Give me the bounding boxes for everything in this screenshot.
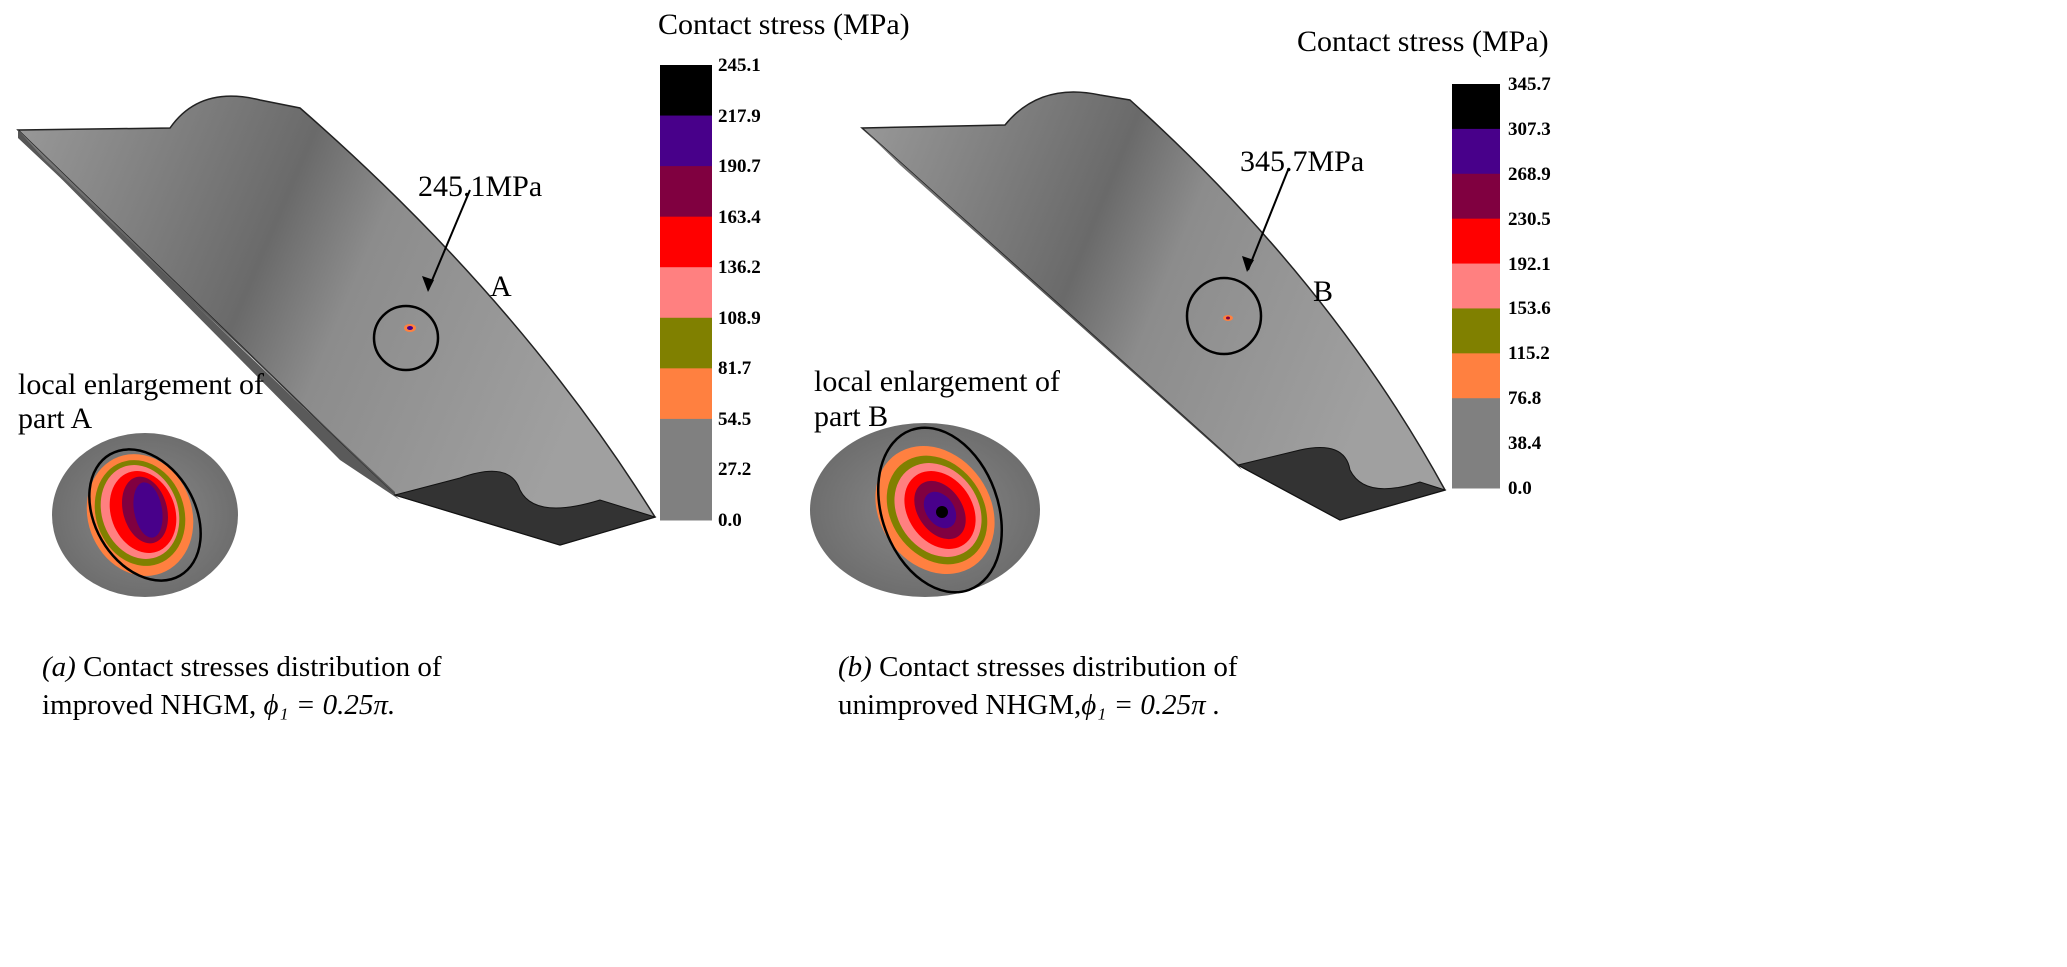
color-band [660, 65, 712, 117]
caption-b-formula: ϕ₁ = 0.25π . [1081, 689, 1221, 721]
color-band [1452, 128, 1500, 175]
caption-b-line2: unimproved NHGM, [838, 689, 1082, 721]
legend-tick-label: 54.5 [718, 408, 752, 430]
legend-tick-label: 345.7 [1508, 74, 1551, 95]
legend-tick-label: 115.2 [1508, 343, 1550, 365]
color-band [660, 166, 712, 218]
legend-tick-label: 190.7 [718, 156, 761, 178]
color-band [1452, 218, 1500, 265]
peak-stress-label-b: 345.7MPa [1240, 145, 1365, 178]
caption-a: (a) Contact stresses distribution of imp… [42, 648, 442, 724]
color-band [1452, 84, 1500, 130]
caption-a-line1: Contact stresses distribution of [75, 651, 442, 683]
color-band [660, 115, 712, 167]
legend-tick-label: 230.5 [1508, 208, 1551, 230]
caption-letter-b: (b) [838, 651, 872, 683]
legend-title-a: Contact stress (MPa) [658, 8, 910, 41]
color-band [1452, 353, 1500, 399]
legend-title-b: Contact stress (MPa) [1297, 25, 1549, 58]
color-band [1452, 398, 1500, 444]
legend-tick-label: 38.4 [1508, 433, 1542, 455]
color-band [660, 317, 712, 369]
legend-tick-label: 108.9 [718, 307, 761, 329]
inset-label-a-line1: local enlargement of [18, 368, 265, 401]
color-bar-b [1452, 84, 1500, 489]
caption-a-line2: improved NHGM, [42, 689, 264, 721]
legend-tick-label: 307.3 [1508, 118, 1551, 140]
legend-tick-label: 81.7 [718, 358, 752, 380]
color-band [660, 368, 712, 420]
color-band [660, 216, 712, 268]
caption-b: (b) Contact stresses distribution of uni… [838, 648, 1238, 724]
caption-a-formula: ϕ₁ = 0.25π. [263, 689, 396, 721]
inset-label-b-line2: part B [814, 400, 889, 433]
legend-tick-label: 0.0 [1508, 478, 1532, 499]
gear-tooth-model-b [810, 91, 1447, 597]
color-band [1452, 263, 1500, 309]
legend-tick-label: 192.1 [1508, 253, 1551, 275]
color-band [1452, 308, 1500, 354]
color-band [1452, 443, 1500, 489]
caption-b-line1: Contact stresses distribution of [871, 651, 1238, 683]
color-band [660, 267, 712, 319]
inset-label-a-line2: part A [18, 402, 93, 435]
legend-tick-label: 0.0 [718, 510, 742, 531]
color-band [660, 418, 712, 470]
color-bar-a [660, 65, 712, 521]
gear-tooth-model-a [16, 95, 657, 597]
peak-stress-label-a: 245.1MPa [418, 170, 543, 203]
legend-tick-label: 217.9 [718, 105, 761, 127]
legend-tick-label: 163.4 [718, 206, 761, 228]
legend-tick-label: 27.2 [718, 459, 752, 481]
legend-tick-label: 76.8 [1508, 388, 1542, 410]
caption-letter-a: (a) [42, 651, 76, 683]
legend-tick-label: 268.9 [1508, 163, 1551, 185]
color-band [660, 469, 712, 521]
legend-tick-label: 153.6 [1508, 298, 1551, 320]
color-band [1452, 173, 1500, 220]
legend-tick-label: 136.2 [718, 257, 761, 279]
inset-label-b-line1: local enlargement of [814, 365, 1061, 398]
part-label-a: A [490, 270, 512, 303]
part-label-b: B [1313, 275, 1334, 308]
legend-tick-label: 245.1 [718, 55, 761, 76]
